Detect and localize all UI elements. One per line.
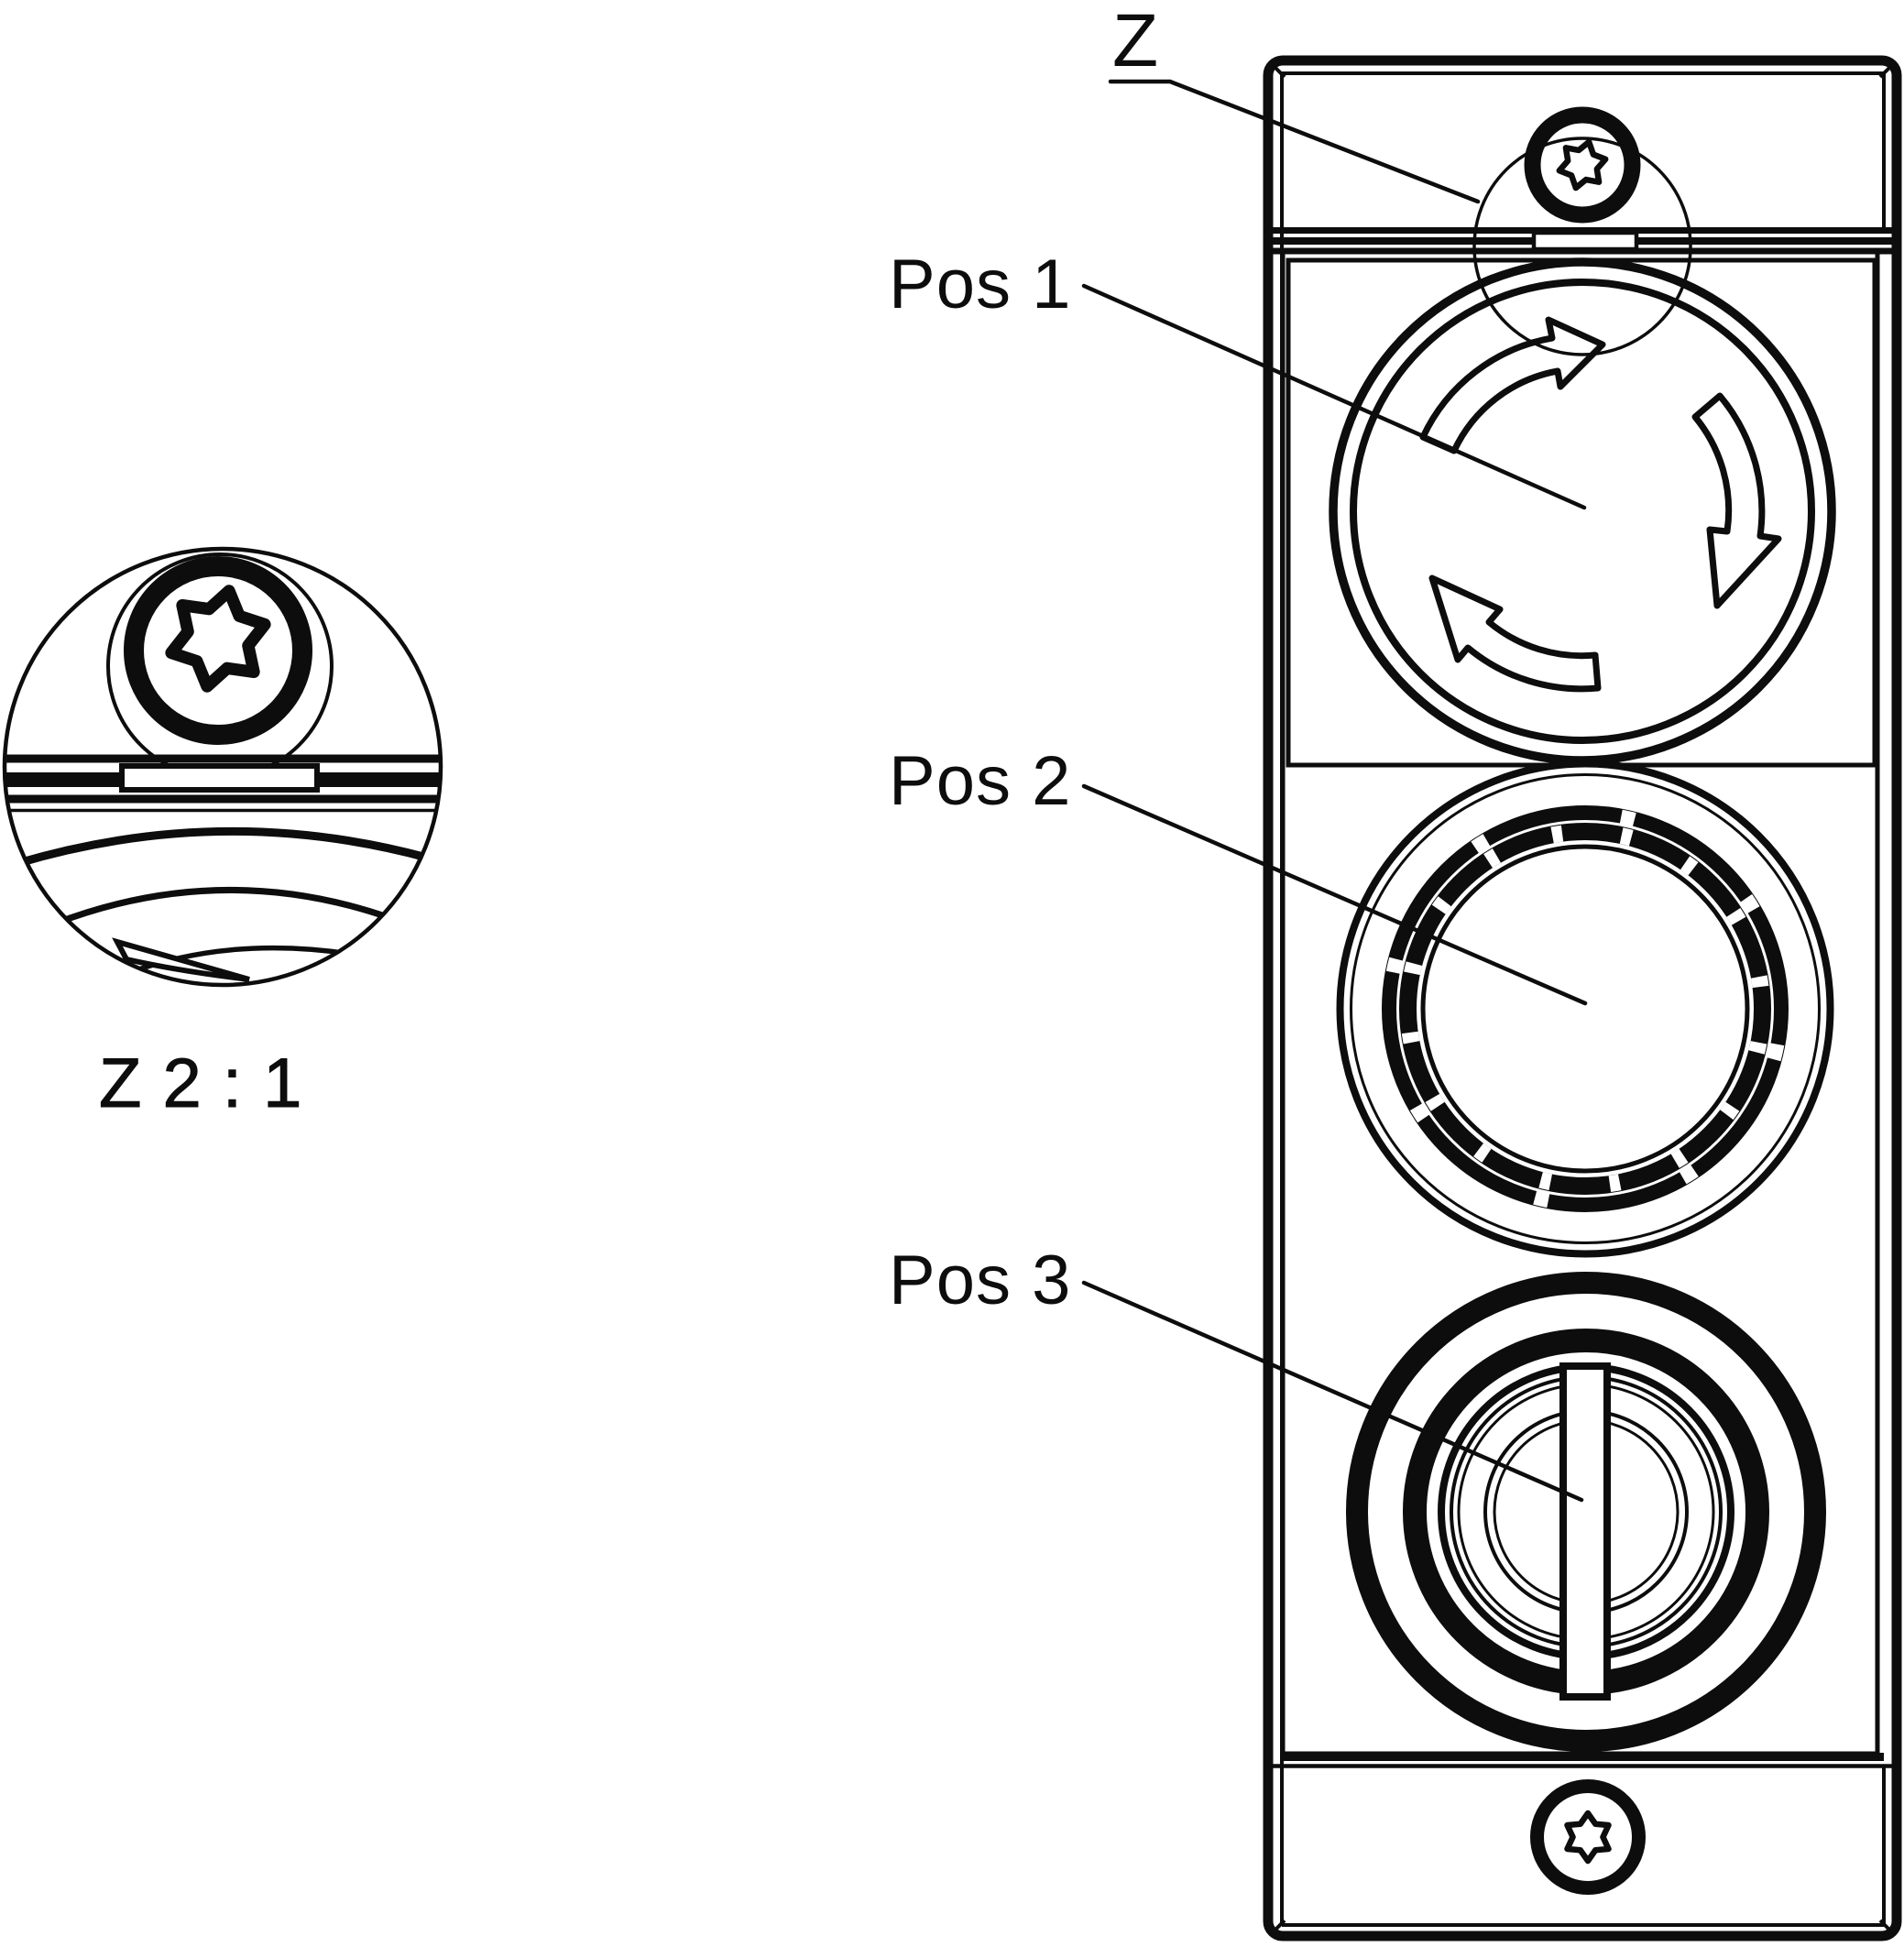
panel-bottom-seam [1268,1753,1897,1768]
emergency-stop-frame [1286,257,1877,768]
detail-marker-label: Z [1112,0,1158,82]
leader-line-z [1108,79,1481,204]
torx-screw-icon-top [1524,106,1641,224]
selector-switch [1346,1272,1826,1752]
detail-z-marker-circle [1472,137,1692,356]
arrow-fragment-detail [112,937,250,982]
detail-view: Z 2 : 1 [2,546,443,1123]
latch-tab-detail [119,763,320,793]
pos2-label: Pos 2 [889,742,1071,820]
pos3-label: Pos 3 [889,1241,1071,1319]
latch-tab [1531,230,1639,252]
torx-screw-icon-detail [124,556,312,745]
panel-front-view [1263,55,1902,1942]
annotations [1081,79,1588,1503]
leader-line-pos2 [1081,783,1588,1006]
leader-line-pos3 [1081,1280,1584,1503]
push-button [1336,760,1834,1258]
leader-line-pos1 [1081,283,1587,510]
pos1-label: Pos 1 [889,246,1071,323]
panel-top-seam [1268,227,1897,255]
annotation-texts: Z Pos 1 Pos 2 Pos 3 [889,0,1158,1319]
detail-caption: Z 2 : 1 [99,1045,302,1122]
selector-knob-handle [1559,1362,1611,1701]
torx-screw-icon-bottom [1530,1779,1646,1895]
